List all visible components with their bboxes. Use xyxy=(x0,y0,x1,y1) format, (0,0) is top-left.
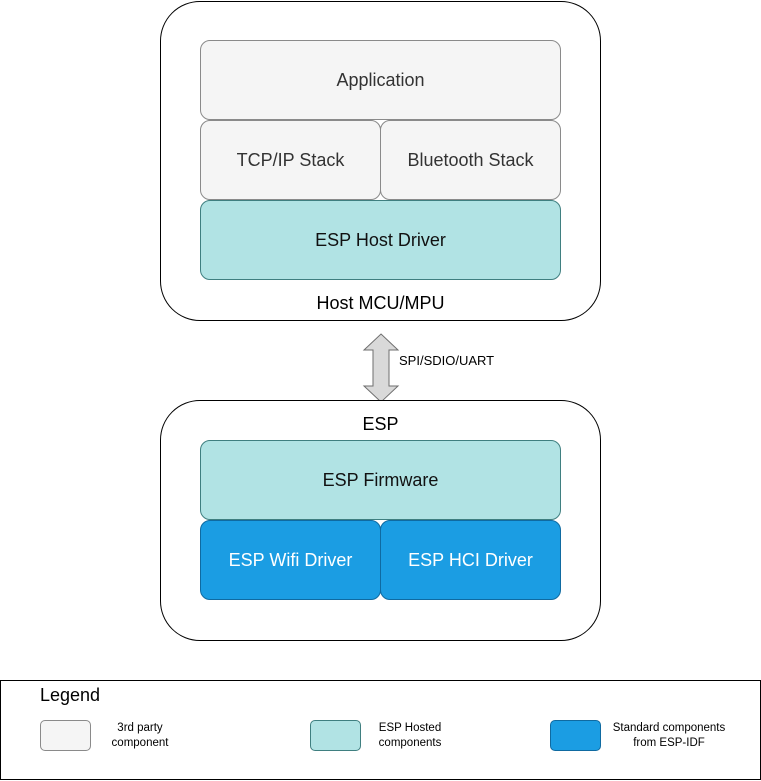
legend-swatch-third-party xyxy=(40,720,91,751)
legend-title: Legend xyxy=(40,685,101,705)
esp-wifi-driver-block: ESP Wifi Driver xyxy=(200,520,381,600)
bluetooth-stack-label: Bluetooth Stack xyxy=(407,149,534,170)
application-block: Application xyxy=(200,40,561,120)
esp-host-driver-block: ESP Host Driver xyxy=(200,200,561,280)
esp-firmware-label: ESP Firmware xyxy=(322,469,439,490)
esp-wifi-driver-label: ESP Wifi Driver xyxy=(228,549,353,570)
arrow-shape xyxy=(362,333,400,403)
esp-title: ESP xyxy=(362,414,399,434)
legend-swatch-esp-idf xyxy=(550,720,601,751)
esp-hci-driver-block: ESP HCI Driver xyxy=(380,520,561,600)
legend-label-esp-hosted: ESP Hosted components xyxy=(378,722,442,749)
interface-label: SPI/SDIO/UART xyxy=(399,353,495,368)
legend-box xyxy=(0,680,761,780)
esp-firmware-block: ESP Firmware xyxy=(200,440,561,520)
tcp-ip-stack-block: TCP/IP Stack xyxy=(200,120,381,200)
tcp-ip-stack-label: TCP/IP Stack xyxy=(236,149,345,170)
bluetooth-stack-block: Bluetooth Stack xyxy=(380,120,561,200)
legend-label-third-party: 3rd party component xyxy=(111,722,169,749)
host-mcu-title: Host MCU/MPU xyxy=(316,293,445,313)
legend-swatch-esp-hosted xyxy=(310,720,361,751)
bidirectional-arrow xyxy=(362,333,400,403)
esp-hci-driver-label: ESP HCI Driver xyxy=(408,549,533,570)
application-label: Application xyxy=(336,69,425,90)
esp-host-driver-label: ESP Host Driver xyxy=(315,229,446,250)
legend-label-esp-idf: Standard components from ESP-IDF xyxy=(612,722,726,749)
